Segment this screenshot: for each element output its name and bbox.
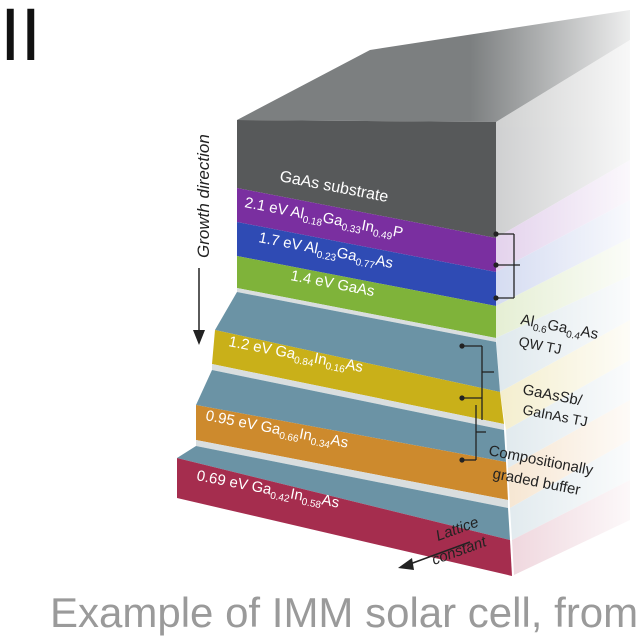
slide-caption: Example of IMM solar cell, from — [50, 589, 636, 636]
bracket-gaassb — [462, 345, 494, 420]
annotation-qwtj-line1: Al0.6Ga0.4As — [519, 311, 600, 346]
lattice-constant-line — [409, 541, 471, 565]
gainas1-front — [212, 330, 504, 424]
algaas-front — [237, 222, 496, 306]
algainp-front — [237, 188, 496, 272]
buffer-front-3 — [177, 446, 510, 540]
growth-direction-arrowhead — [193, 330, 205, 345]
tj-strip-2 — [212, 364, 504, 430]
bracket-graded — [462, 405, 486, 461]
gainas3-front — [177, 458, 512, 576]
lattice-constant-arrowhead — [398, 558, 414, 570]
substrate-front — [237, 120, 496, 238]
buffer-front-1 — [215, 292, 500, 392]
tj-strip-1 — [237, 288, 496, 342]
gainas2-front — [196, 405, 508, 500]
buffer-front-2 — [196, 370, 506, 462]
growth-direction-label: Growth direction — [194, 134, 213, 258]
slide-heading: II — [0, 0, 42, 76]
gaas-front — [237, 256, 496, 338]
label-algainp: 2.1 eV Al0.18Ga0.33In0.49P — [243, 194, 405, 244]
bracket-qwtj — [496, 233, 520, 299]
tj-strip-3 — [196, 440, 508, 508]
